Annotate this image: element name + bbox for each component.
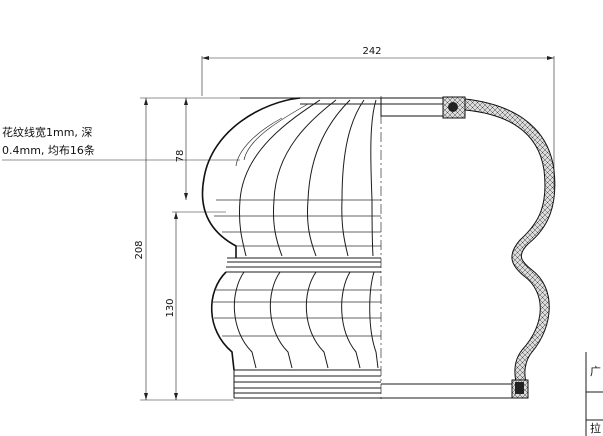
dimension-overall-height-label: 208: [134, 240, 145, 259]
upper-bulb-outline: [201, 97, 301, 258]
exterior-view: [201, 97, 381, 399]
dimension-upper-height-label: 78: [175, 150, 186, 163]
dimension-top-width: 242: [201, 46, 555, 190]
pattern-note-line-2: 0.4mm, 均布16条: [2, 143, 95, 157]
dimension-lower-height: 130: [165, 211, 226, 400]
dimension-overall-height: 208: [134, 97, 240, 401]
bottom-seal-bead: [515, 382, 524, 394]
title-block-fragment: 广 拉: [585, 352, 603, 436]
bellows-wall-section: [464, 98, 556, 393]
dimension-lower-height-label: 130: [165, 298, 176, 317]
pattern-note-line-1: 花纹线宽1mm, 深: [2, 125, 92, 139]
pattern-note: 花纹线宽1mm, 深 0.4mm, 均布16条: [2, 125, 240, 161]
section-view: [380, 96, 556, 399]
top-flange: [380, 97, 444, 117]
dimension-top-width-label: 242: [362, 46, 381, 57]
title-block-fragment-bottom: 拉: [590, 421, 601, 435]
dimension-upper-height: 78: [175, 98, 188, 200]
top-seal-bead: [448, 102, 458, 112]
title-block-fragment-top: 广: [590, 365, 601, 378]
lower-bulb-outline: [210, 271, 235, 371]
